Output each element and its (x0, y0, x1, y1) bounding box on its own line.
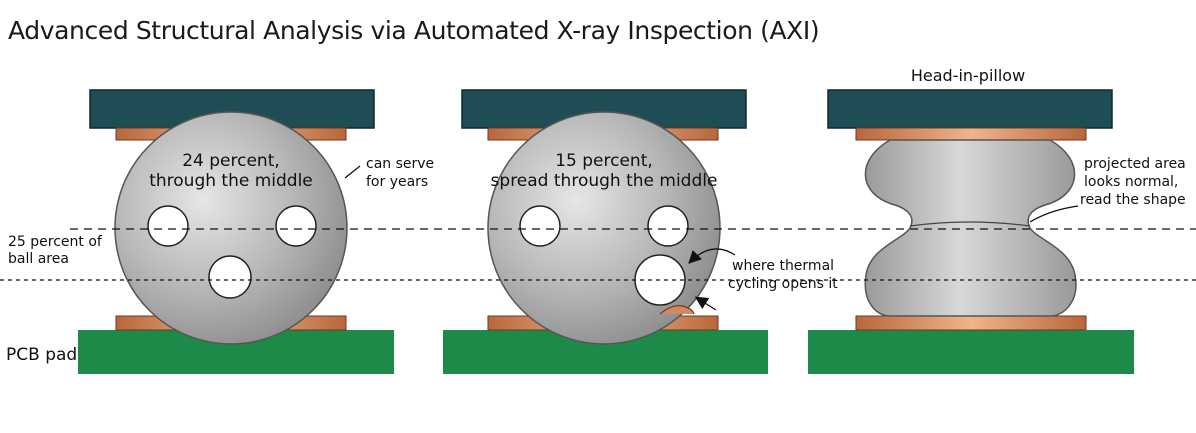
pcb-board (808, 330, 1134, 374)
component-copper-pad (855, 127, 1087, 141)
panel-2: 15 percent, spread through the middle wh… (443, 89, 838, 374)
void (519, 205, 561, 247)
panel-1: 24 percent, through the middle can serve… (78, 89, 434, 374)
component-body (827, 89, 1113, 129)
ball-label-line1: 24 percent, (182, 151, 280, 171)
non-wet-interface (909, 221, 1031, 227)
void (147, 205, 189, 247)
void (275, 205, 317, 247)
pcb-pad-label: PCB pad (6, 345, 77, 365)
leader-line (1029, 205, 1079, 223)
note-line1: projected area (1084, 156, 1186, 172)
note-line3: read the shape (1080, 192, 1186, 208)
leader-line (344, 165, 361, 179)
page-title: Advanced Structural Analysis via Automat… (8, 16, 820, 45)
pcb-copper-pad (855, 315, 1087, 331)
note-line2: for years (366, 174, 428, 190)
threshold-label-line1: 25 percent of (8, 234, 103, 250)
panel-heading: Head-in-pillow (911, 66, 1025, 85)
void (208, 255, 252, 299)
panel-3: Head-in-pillow projected area looks norm… (808, 66, 1186, 374)
arrow-to-void (688, 248, 736, 264)
note-line1: where thermal (732, 258, 834, 274)
arrow-to-crack (694, 296, 717, 311)
note-line2: cycling opens it (728, 276, 838, 292)
ball-label-line2: spread through the middle (491, 171, 718, 191)
solder-ball (114, 111, 348, 345)
ball-label-line1: 15 percent, (555, 151, 653, 171)
ball-label-line2: through the middle (149, 171, 313, 191)
threshold-label-line2: ball area (8, 251, 69, 267)
note-line1: can serve (366, 156, 434, 172)
head-in-pillow-shape (864, 139, 1077, 317)
crack (659, 305, 695, 315)
note-line2: looks normal, (1084, 174, 1178, 190)
void (647, 205, 689, 247)
